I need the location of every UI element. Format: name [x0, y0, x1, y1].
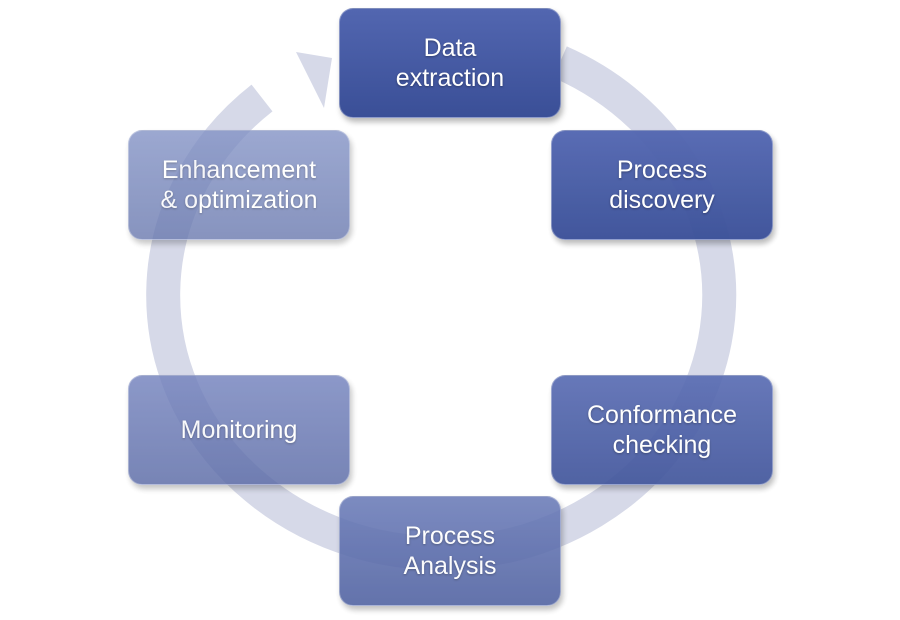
stage-label: Enhancement & optimization: [160, 156, 318, 214]
stage-label: Monitoring: [180, 416, 298, 444]
cycle-arrowhead-icon: [296, 52, 332, 108]
stage-process-discovery: Process discovery: [551, 130, 773, 240]
stage-process-analysis: Process Analysis: [339, 496, 561, 606]
stage-monitoring: Monitoring: [128, 375, 350, 485]
stage-label: Process discovery: [609, 156, 715, 214]
stage-conformance-checking: Conformance checking: [551, 375, 773, 485]
stage-data-extraction: Data extraction: [339, 8, 561, 118]
stage-label: Data extraction: [395, 34, 505, 92]
stage-label: Process Analysis: [403, 522, 497, 580]
stage-label: Conformance checking: [586, 401, 738, 459]
stage-enhancement-optimization: Enhancement & optimization: [128, 130, 350, 240]
